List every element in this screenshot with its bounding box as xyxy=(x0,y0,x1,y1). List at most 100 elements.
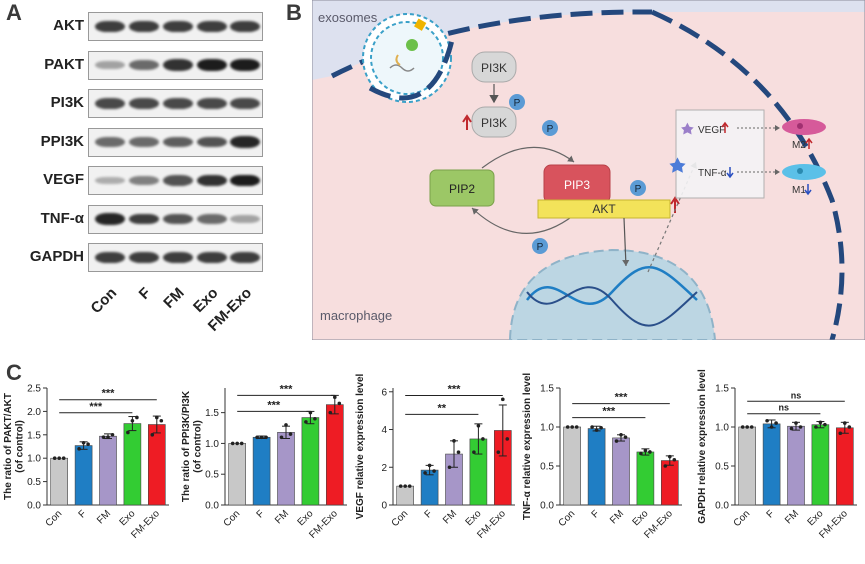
data-point xyxy=(427,463,432,468)
data-point xyxy=(259,435,264,440)
lane-label-0: Con xyxy=(87,283,121,317)
bar-1-4 xyxy=(325,404,344,506)
blot-strip-5 xyxy=(88,204,263,234)
y-tick-label: 4 xyxy=(381,425,387,436)
pip2-label: PIP2 xyxy=(449,182,475,196)
y-tick-label: 6 xyxy=(381,387,387,398)
data-point xyxy=(745,425,749,429)
data-point xyxy=(789,426,794,431)
category-label: F xyxy=(765,508,777,520)
data-point xyxy=(599,425,603,430)
blot-band xyxy=(197,174,227,187)
data-point xyxy=(505,437,510,441)
data-point xyxy=(159,418,164,423)
category-label: Exo xyxy=(118,508,138,528)
bar-2-0 xyxy=(396,485,415,506)
exosomes-label: exosomes xyxy=(318,10,378,25)
data-point xyxy=(235,441,239,446)
y-tick-label: 0.5 xyxy=(27,477,41,488)
significance-label: *** xyxy=(448,384,462,396)
data-point xyxy=(672,457,677,462)
data-point xyxy=(86,442,90,446)
data-point xyxy=(106,435,110,439)
data-point xyxy=(150,433,155,437)
bar-2-1 xyxy=(420,469,439,506)
data-point xyxy=(61,456,66,460)
y-axis-label: The ratio of PPI3K/PI3K(of control) xyxy=(181,390,204,502)
y-tick-label: 0.0 xyxy=(205,501,219,512)
akt-label: AKT xyxy=(592,202,616,216)
data-point xyxy=(476,423,481,428)
bar-1-0 xyxy=(228,443,246,506)
significance-label: *** xyxy=(102,388,116,400)
blot-band xyxy=(163,252,193,263)
blot-label-1: PAKT xyxy=(44,55,84,73)
significance-label: *** xyxy=(602,406,616,418)
bar-4-1 xyxy=(762,423,781,506)
data-point xyxy=(52,456,57,460)
data-point xyxy=(643,448,648,453)
panel-letter-b: B xyxy=(286,0,302,25)
y-tick-label: 1.0 xyxy=(540,423,554,434)
category-label: Con xyxy=(390,508,411,529)
category-label: F xyxy=(423,508,435,520)
pi3k-node xyxy=(471,51,517,83)
data-point xyxy=(481,437,485,441)
category-label: FM xyxy=(95,508,113,526)
category-label: Con xyxy=(222,508,243,529)
category-label: Con xyxy=(557,508,578,529)
y-tick-label: 1.0 xyxy=(715,423,729,434)
y-axis-label: GAPDH relative expression level xyxy=(697,369,708,524)
y-tick-label: 0.0 xyxy=(540,501,554,512)
y-tick-label: 0.5 xyxy=(205,470,219,481)
bar-1-1 xyxy=(252,436,271,506)
data-point xyxy=(614,439,619,443)
data-point xyxy=(818,420,823,425)
blot-band xyxy=(95,252,125,263)
blot-band xyxy=(95,213,125,225)
blot-band xyxy=(197,59,227,71)
data-point xyxy=(135,415,139,420)
blot-band xyxy=(197,98,227,109)
blot-strip-0 xyxy=(88,12,263,41)
lane-label-2: FM xyxy=(160,283,189,312)
data-point xyxy=(619,433,623,437)
cytokine-box xyxy=(675,109,765,199)
m2-up-arrow xyxy=(805,137,813,149)
blot-band xyxy=(163,137,193,147)
bar-3-2 xyxy=(612,437,630,506)
blot-strip-3 xyxy=(88,127,263,157)
significance-label: ** xyxy=(438,402,447,414)
fusion-membrane xyxy=(368,39,455,101)
data-point xyxy=(798,425,803,429)
blot-band xyxy=(129,21,159,32)
blot-band xyxy=(163,59,193,71)
blot-band xyxy=(230,174,260,187)
category-label: FM xyxy=(441,508,459,526)
y-tick-label: 1.5 xyxy=(540,384,554,395)
data-point xyxy=(77,447,81,451)
y-axis-label: VEGF relative expression level xyxy=(355,373,366,519)
bar-0-3 xyxy=(123,423,142,506)
y-tick-label: 2.0 xyxy=(27,407,41,418)
tnf-label: TNF-α xyxy=(698,168,727,179)
data-point xyxy=(304,420,308,424)
data-point xyxy=(570,425,574,429)
data-point xyxy=(648,450,652,454)
data-point xyxy=(823,422,827,427)
data-point xyxy=(57,456,61,460)
bar-4-3 xyxy=(811,424,830,506)
cell-membrane-right xyxy=(650,9,845,341)
y-axis-label: The ratio of PAKT/AKT(of control) xyxy=(3,393,26,500)
data-point xyxy=(333,395,337,400)
p-label-3: P xyxy=(537,242,544,253)
blot-band xyxy=(197,21,227,32)
vegf-star-icon xyxy=(681,122,694,135)
y-tick-label: 2.5 xyxy=(27,384,41,395)
blot-band xyxy=(230,21,260,32)
phospho-p-4 xyxy=(630,180,646,196)
blot-band xyxy=(197,136,227,148)
